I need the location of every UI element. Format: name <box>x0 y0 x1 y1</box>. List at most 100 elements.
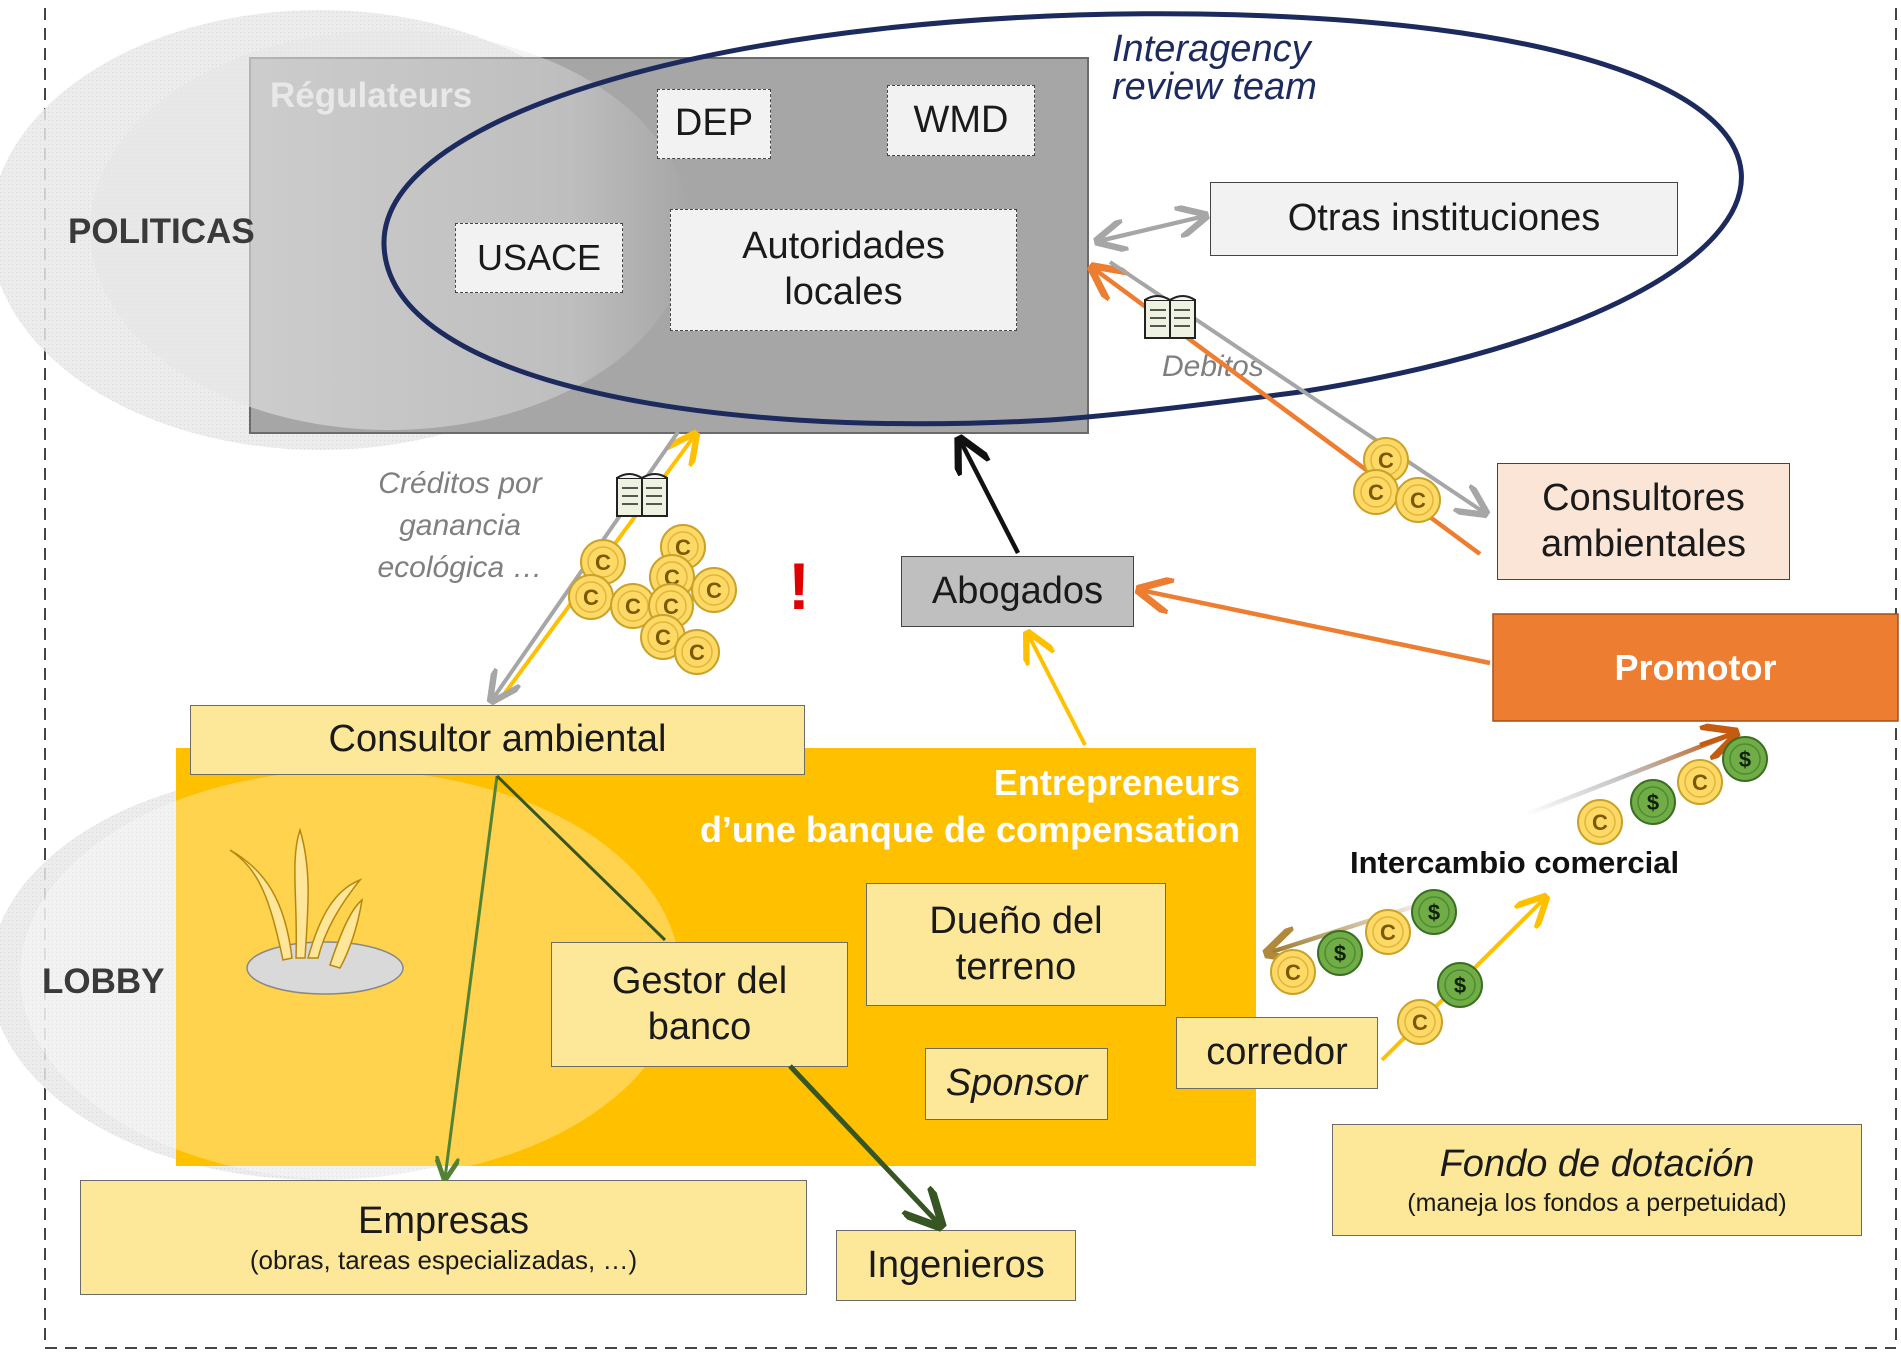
abogados-box: Abogados <box>901 556 1134 627</box>
svg-text:C: C <box>625 594 641 619</box>
creditos-label: Créditos por ganancia ecológica … <box>350 463 570 589</box>
otras-label: Otras instituciones <box>1287 197 1601 240</box>
gestor-line2: banco <box>647 1005 752 1048</box>
autoridades-line1: Autoridades <box>742 225 945 268</box>
interagency-line2: review team <box>1112 66 1317 108</box>
usace-box: USACE <box>455 223 623 293</box>
coin-icon: C <box>568 574 614 620</box>
fondo-sub: (maneja los fondos a perpetuidad) <box>1407 1188 1787 1217</box>
svg-text:$: $ <box>1739 747 1751 772</box>
svg-text:C: C <box>655 625 671 650</box>
dep-box: DEP <box>657 89 771 159</box>
promotor-label: Promotor <box>1614 646 1777 688</box>
bank-to-abogados-arrow <box>1028 634 1087 746</box>
dollar-coin-icon: $ <box>1437 962 1483 1008</box>
fondo-title: Fondo de dotación <box>1439 1143 1755 1186</box>
fondo-box: Fondo de dotación (maneja los fondos a p… <box>1332 1124 1862 1236</box>
autoridades-box: Autoridades locales <box>670 209 1017 331</box>
svg-text:C: C <box>1692 770 1708 795</box>
sponsor-box: Sponsor <box>925 1048 1108 1120</box>
gestor-to-ingenieros-arrow <box>788 1064 940 1225</box>
regulators-title: Régulateurs <box>270 76 473 115</box>
empresas-sub: (obras, tareas especializadas, …) <box>249 1244 638 1275</box>
svg-text:$: $ <box>1647 790 1659 815</box>
dueno-line2: terreno <box>955 945 1077 988</box>
book-icon <box>616 473 668 517</box>
consultores-box: Consultores ambientales <box>1497 463 1790 580</box>
trade-up-arrow-head <box>1699 733 1735 745</box>
svg-text:$: $ <box>1334 941 1346 966</box>
promotor-box-bg <box>1492 613 1899 722</box>
politicas-zone-label: POLITICAS <box>68 212 255 251</box>
dollar-coin-icon: $ <box>1317 930 1363 976</box>
coin-icon: C <box>1395 477 1441 523</box>
consultor-to-empresas-arrow <box>445 775 499 1178</box>
bank-title: Entrepreneurs d’une banque de compensati… <box>560 760 1240 854</box>
interagency-ellipse <box>381 11 1744 427</box>
svg-text:C: C <box>1378 448 1394 473</box>
bank-title-line2: d’une banque de compensation <box>699 808 1240 850</box>
usace-label: USACE <box>476 237 602 279</box>
empresas-title: Empresas <box>357 1200 530 1243</box>
empresas-box: Empresas (obras, tareas especializadas, … <box>80 1180 807 1295</box>
interagency-line1: Interagency <box>1112 28 1311 70</box>
consultor-ambiental-label: Consultor ambiental <box>328 718 667 761</box>
coin-icon: C <box>610 583 656 629</box>
svg-text:C: C <box>675 535 691 560</box>
dep-label: DEP <box>674 102 754 145</box>
dollar-coin-icon: $ <box>1411 889 1457 935</box>
bank-title-line1: Entrepreneurs <box>993 762 1240 803</box>
coin-icon: C <box>580 539 626 585</box>
book-icon <box>1144 295 1196 339</box>
dueno-box: Dueño del terreno <box>866 883 1166 1006</box>
coin-icon: C <box>1577 799 1623 845</box>
autoridades-line2: locales <box>784 271 903 313</box>
creditos-line2: ganancia <box>399 509 521 542</box>
interagency-label: Interagency review team <box>1112 30 1317 106</box>
svg-text:C: C <box>1285 960 1301 985</box>
corredor-label: corredor <box>1206 1031 1348 1074</box>
svg-text:C: C <box>689 640 705 665</box>
coin-icon: C <box>1677 759 1723 805</box>
svg-text:C: C <box>663 594 679 619</box>
regulators-fade <box>90 30 690 430</box>
consultor-to-gestor-line <box>495 774 667 942</box>
wmd-box: WMD <box>887 85 1035 156</box>
dollar-coin-icon: $ <box>1630 779 1676 825</box>
svg-text:C: C <box>1412 1010 1428 1035</box>
dueno-line1: Dueño del <box>929 899 1103 942</box>
plant-icon <box>229 827 404 995</box>
coin-icon: C <box>1365 909 1411 955</box>
gestor-line1: Gestor del <box>611 959 788 1002</box>
abogados-label: Abogados <box>931 569 1104 612</box>
trade-up-arrow-line <box>1524 732 1731 818</box>
ingenieros-box: Ingenieros <box>836 1230 1076 1301</box>
otras-arrow-left <box>1098 214 1206 241</box>
svg-text:C: C <box>1380 920 1396 945</box>
svg-text:C: C <box>595 550 611 575</box>
corredor-box: corredor <box>1176 1017 1378 1089</box>
wmd-label: WMD <box>913 98 1009 141</box>
intercambio-label: Intercambio comercial <box>1350 845 1680 880</box>
coin-icon: C <box>1397 999 1443 1045</box>
coin-icon: C <box>640 614 686 660</box>
coin-icon: C <box>1353 469 1399 515</box>
svg-text:C: C <box>706 578 722 603</box>
coin-icon: C <box>1270 949 1316 995</box>
svg-text:C: C <box>583 585 599 610</box>
ingenieros-label: Ingenieros <box>867 1243 1045 1286</box>
consultores-line2: ambientales <box>1541 522 1746 565</box>
sponsor-label: Sponsor <box>945 1062 1088 1105</box>
svg-text:$: $ <box>1454 973 1466 998</box>
otras-instituciones-box: Otras instituciones <box>1210 182 1678 256</box>
creditos-line3: ecológica … <box>377 551 543 584</box>
creditos-line1: Créditos por <box>378 467 542 500</box>
promotor-box: Promotor <box>1493 614 1898 721</box>
svg-text:$: $ <box>1428 900 1440 925</box>
coin-icon: C <box>674 629 720 675</box>
lobby-zone-label: LOBBY <box>42 962 165 1001</box>
dollar-coin-icon: $ <box>1722 736 1768 782</box>
